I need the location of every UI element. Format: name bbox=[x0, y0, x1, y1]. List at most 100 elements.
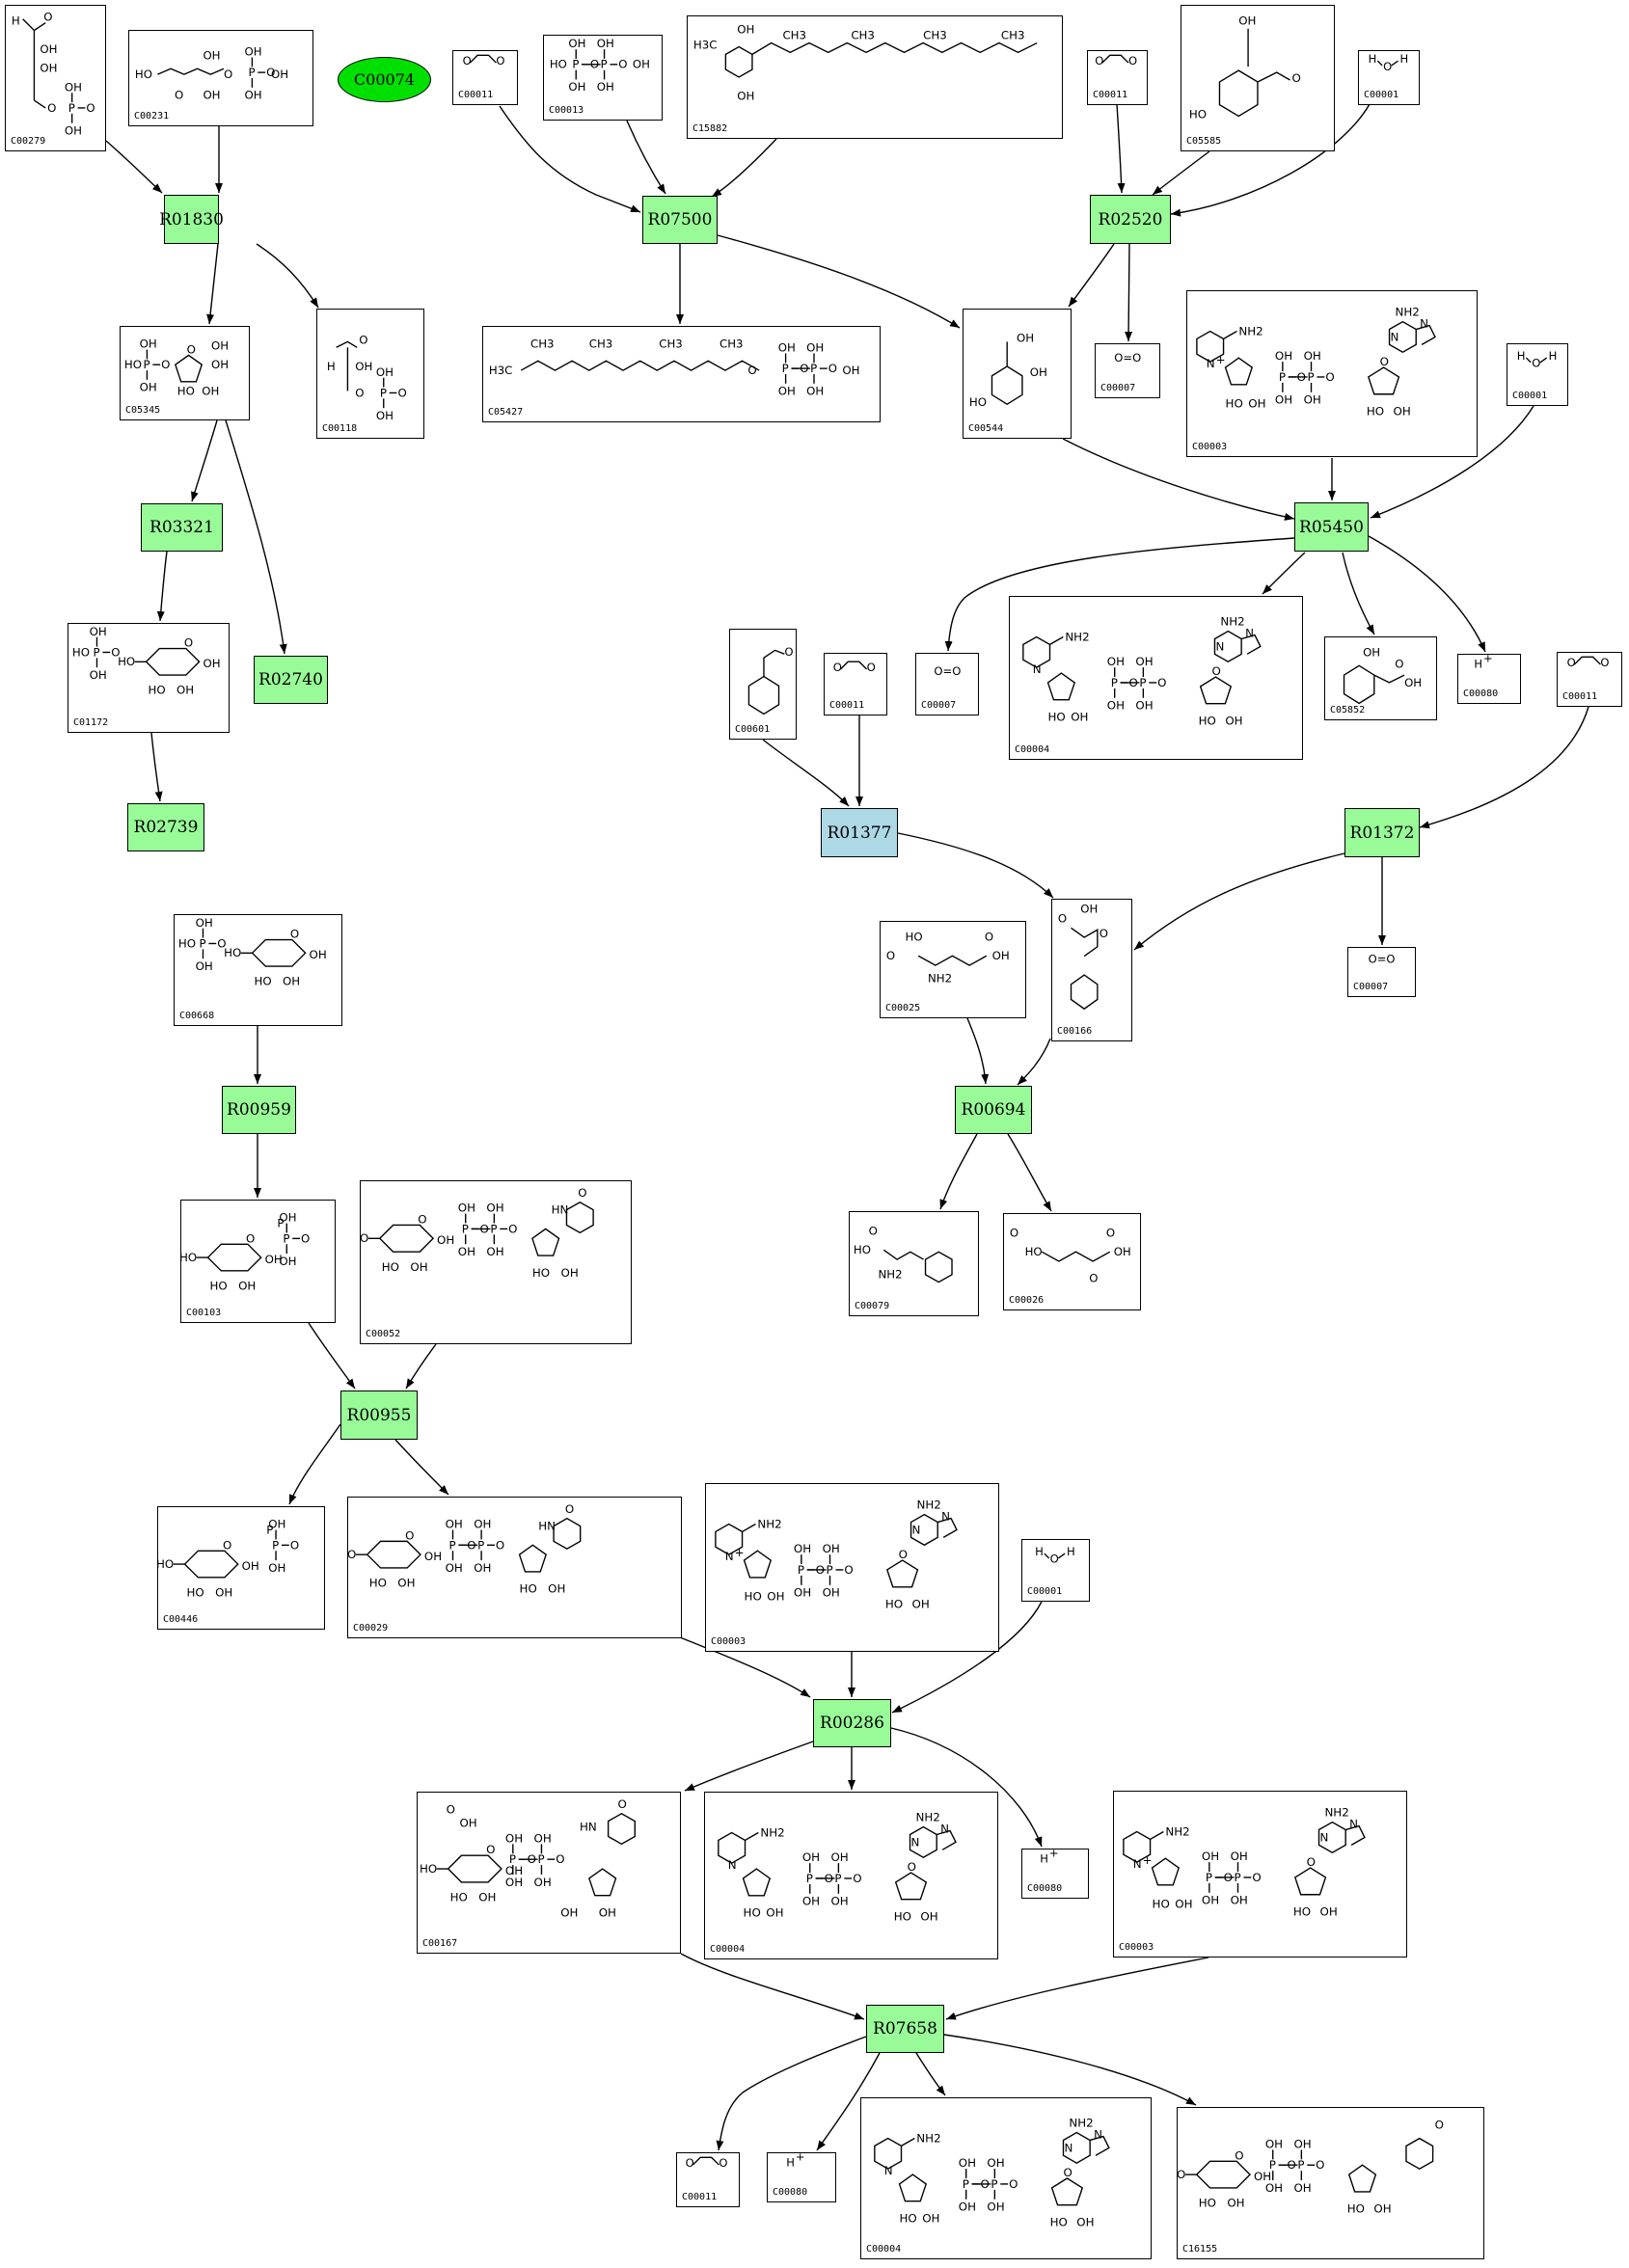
atom-label: N bbox=[912, 1523, 921, 1536]
atom-label: P bbox=[94, 645, 100, 659]
edge-arrow bbox=[150, 732, 163, 802]
atom-label: OH bbox=[1080, 903, 1098, 916]
atom-label: OH bbox=[1107, 699, 1125, 713]
atom-label: OH bbox=[279, 1255, 296, 1268]
atom-label: H3C bbox=[693, 38, 718, 51]
atom-label: O=O bbox=[1114, 351, 1141, 364]
atom-label: P bbox=[462, 1222, 469, 1235]
reaction-node[interactable]: R00955 bbox=[340, 1390, 418, 1440]
atom-label: O bbox=[1291, 71, 1300, 85]
reaction-node[interactable]: R03321 bbox=[141, 503, 223, 552]
reaction-node[interactable]: R00694 bbox=[955, 1086, 1032, 1134]
reaction-node[interactable]: R02520 bbox=[1090, 195, 1171, 244]
atom-label: HO bbox=[969, 395, 987, 409]
atom-label: N bbox=[1349, 1818, 1358, 1831]
reaction-node[interactable]: R02739 bbox=[127, 803, 204, 851]
atom-label: H bbox=[1549, 349, 1558, 363]
atom-label: OH bbox=[1071, 710, 1088, 723]
compound-ellipse-node[interactable]: C00074 bbox=[338, 57, 431, 102]
reaction-node[interactable]: R05450 bbox=[1294, 502, 1369, 552]
edge-arrow bbox=[256, 243, 319, 309]
reaction-node[interactable]: R00286 bbox=[813, 1699, 891, 1747]
atom-label: O bbox=[161, 358, 170, 371]
atom-label: P bbox=[509, 1852, 516, 1866]
atom-label: OH bbox=[737, 23, 754, 37]
reaction-node[interactable]: R02740 bbox=[254, 656, 328, 704]
reaction-node[interactable]: R01830 bbox=[159, 195, 224, 244]
compound-node[interactable]: H+C00080 bbox=[1457, 654, 1521, 704]
reaction-node[interactable]: R07500 bbox=[642, 196, 718, 244]
compound-node[interactable]: H+C00080 bbox=[767, 2152, 836, 2202]
atom-label: O=O bbox=[934, 664, 961, 678]
compound-id-label: C00446 bbox=[163, 1614, 199, 1625]
reaction-node[interactable]: R01372 bbox=[1344, 808, 1420, 857]
atom-label: HO bbox=[1199, 714, 1216, 727]
atom-label: H bbox=[1474, 657, 1482, 670]
atom-label: O bbox=[508, 1222, 517, 1235]
atom-label: P bbox=[963, 2177, 969, 2191]
compound-id-label: C00025 bbox=[885, 1003, 921, 1013]
atom-label: O bbox=[266, 66, 275, 79]
compound-node[interactable]: H+C00080 bbox=[1021, 1849, 1089, 1899]
structure-glyph: H+ bbox=[786, 2153, 804, 2169]
atom-label: P bbox=[1279, 370, 1286, 384]
atom-label: O bbox=[1089, 1272, 1098, 1285]
atom-label: O bbox=[556, 1852, 564, 1866]
atom-label: O bbox=[1050, 1552, 1059, 1566]
atom-label: OH bbox=[40, 42, 57, 56]
edge-arrow bbox=[897, 832, 1054, 899]
reaction-node[interactable]: R07658 bbox=[866, 2005, 944, 2053]
edge-arrow bbox=[1068, 243, 1115, 308]
reaction-node[interactable]: R00959 bbox=[222, 1086, 296, 1134]
atom-label: P bbox=[1297, 2158, 1304, 2172]
atom-label: HN bbox=[580, 1821, 597, 1834]
reaction-node[interactable]: R01377 bbox=[821, 808, 898, 857]
edge-arrow bbox=[1062, 438, 1295, 521]
atom-label: H bbox=[1067, 1545, 1075, 1558]
atom-label: HO bbox=[885, 1598, 903, 1611]
